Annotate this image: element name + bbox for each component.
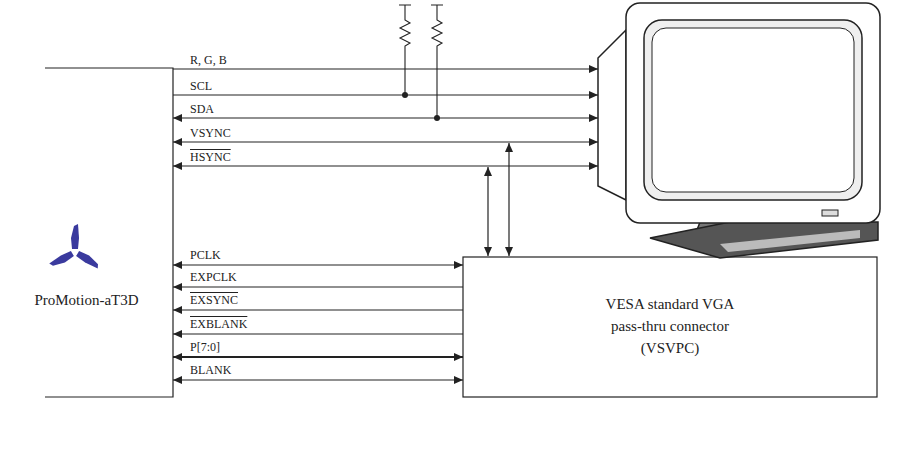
monitor-button	[822, 210, 838, 216]
resistor-symbol	[399, 5, 411, 95]
logo-blade	[76, 250, 102, 269]
signal-connector	[173, 356, 463, 358]
company-logo	[49, 224, 101, 269]
scl-wire	[173, 94, 598, 95]
signal-name: EXPCLK	[190, 271, 237, 284]
chip-box: ProMotion-aT3D	[0, 68, 173, 397]
monitor-bezel	[626, 3, 880, 223]
connector-box: VESA standard VGA pass-thru connector (V…	[463, 257, 877, 397]
rgb-wire	[173, 68, 598, 69]
signal-connector	[173, 286, 463, 287]
monitor-base-top	[720, 230, 860, 252]
monitor-side	[598, 30, 626, 200]
vsync-tap	[508, 143, 509, 256]
connector-outline	[463, 257, 877, 397]
logo-blade	[49, 250, 75, 269]
monitor-screen	[644, 20, 862, 200]
monitor-glass	[652, 28, 854, 192]
signal-name: EXBLANK	[190, 318, 247, 331]
signal-name: HSYNC	[190, 151, 231, 164]
signal-connector	[173, 333, 463, 334]
connector-name: VESA standard VGA pass-thru connector (V…	[590, 294, 750, 359]
junction-dot	[434, 115, 440, 121]
signal-name: R, G, B	[190, 54, 227, 67]
monitor-illustration	[598, 3, 880, 258]
signal-name: EXSYNC	[190, 294, 238, 307]
edge-layer	[173, 265, 463, 380]
signal-connector	[173, 309, 463, 310]
signal-name: PCLK	[190, 249, 221, 262]
signal-name: SDA	[190, 103, 214, 116]
signal-name: BLANK	[190, 364, 231, 377]
resistor-symbol	[431, 5, 443, 118]
sda-wire	[173, 117, 598, 118]
chip-outline	[45, 68, 173, 397]
logo-blade	[71, 224, 79, 249]
monitor-base	[650, 222, 878, 258]
chip-name: ProMotion-aT3D	[0, 290, 173, 312]
hsync-wire	[173, 165, 598, 166]
signal-connector	[173, 264, 463, 265]
signal-name: P[7:0]	[190, 341, 220, 354]
signal-name: SCL	[190, 80, 212, 93]
vsync-wire	[173, 141, 598, 142]
signal-name: VSYNC	[190, 127, 231, 140]
signal-connector	[173, 379, 463, 380]
hsync-tap	[487, 167, 488, 256]
junction-dot	[402, 92, 408, 98]
